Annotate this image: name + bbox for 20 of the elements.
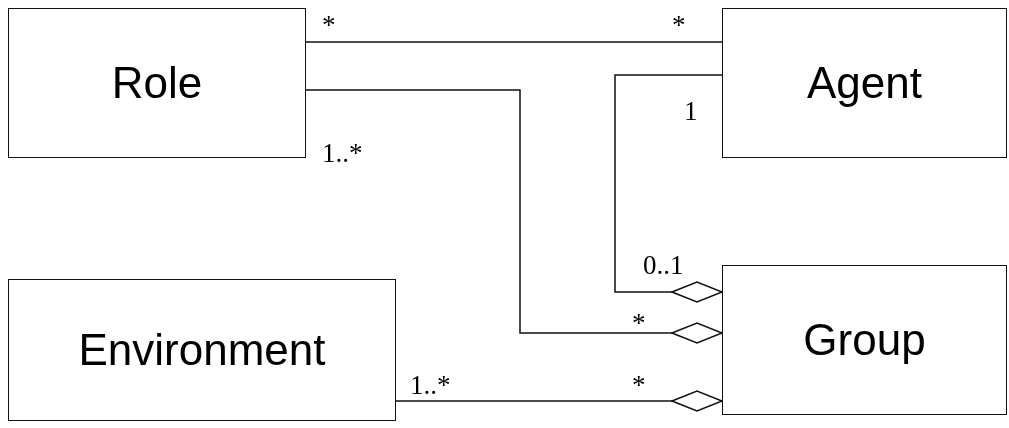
class-box — [722, 8, 1007, 158]
class-name: Agent — [807, 58, 922, 108]
multiplicity-label: 0..1 — [643, 252, 684, 279]
association-line — [305, 41, 723, 43]
multiplicity-label: 1..* — [322, 140, 363, 167]
class-name: Group — [803, 315, 926, 365]
aggregation-line — [614, 74, 723, 303]
class-box — [8, 8, 306, 158]
multiplicity-label: * — [632, 372, 646, 399]
class-box — [722, 265, 1007, 415]
multiplicity-label: 1 — [684, 98, 698, 125]
multiplicity-label: * — [322, 12, 336, 39]
multiplicity-label: * — [672, 12, 686, 39]
multiplicity-label: * — [632, 310, 646, 337]
aggregation-line — [395, 390, 723, 412]
multiplicity-label: 1..* — [410, 372, 451, 399]
class-name: Environment — [78, 325, 326, 375]
class-box — [8, 279, 396, 421]
aggregation-line — [305, 89, 723, 344]
class-name: Role — [111, 58, 203, 108]
